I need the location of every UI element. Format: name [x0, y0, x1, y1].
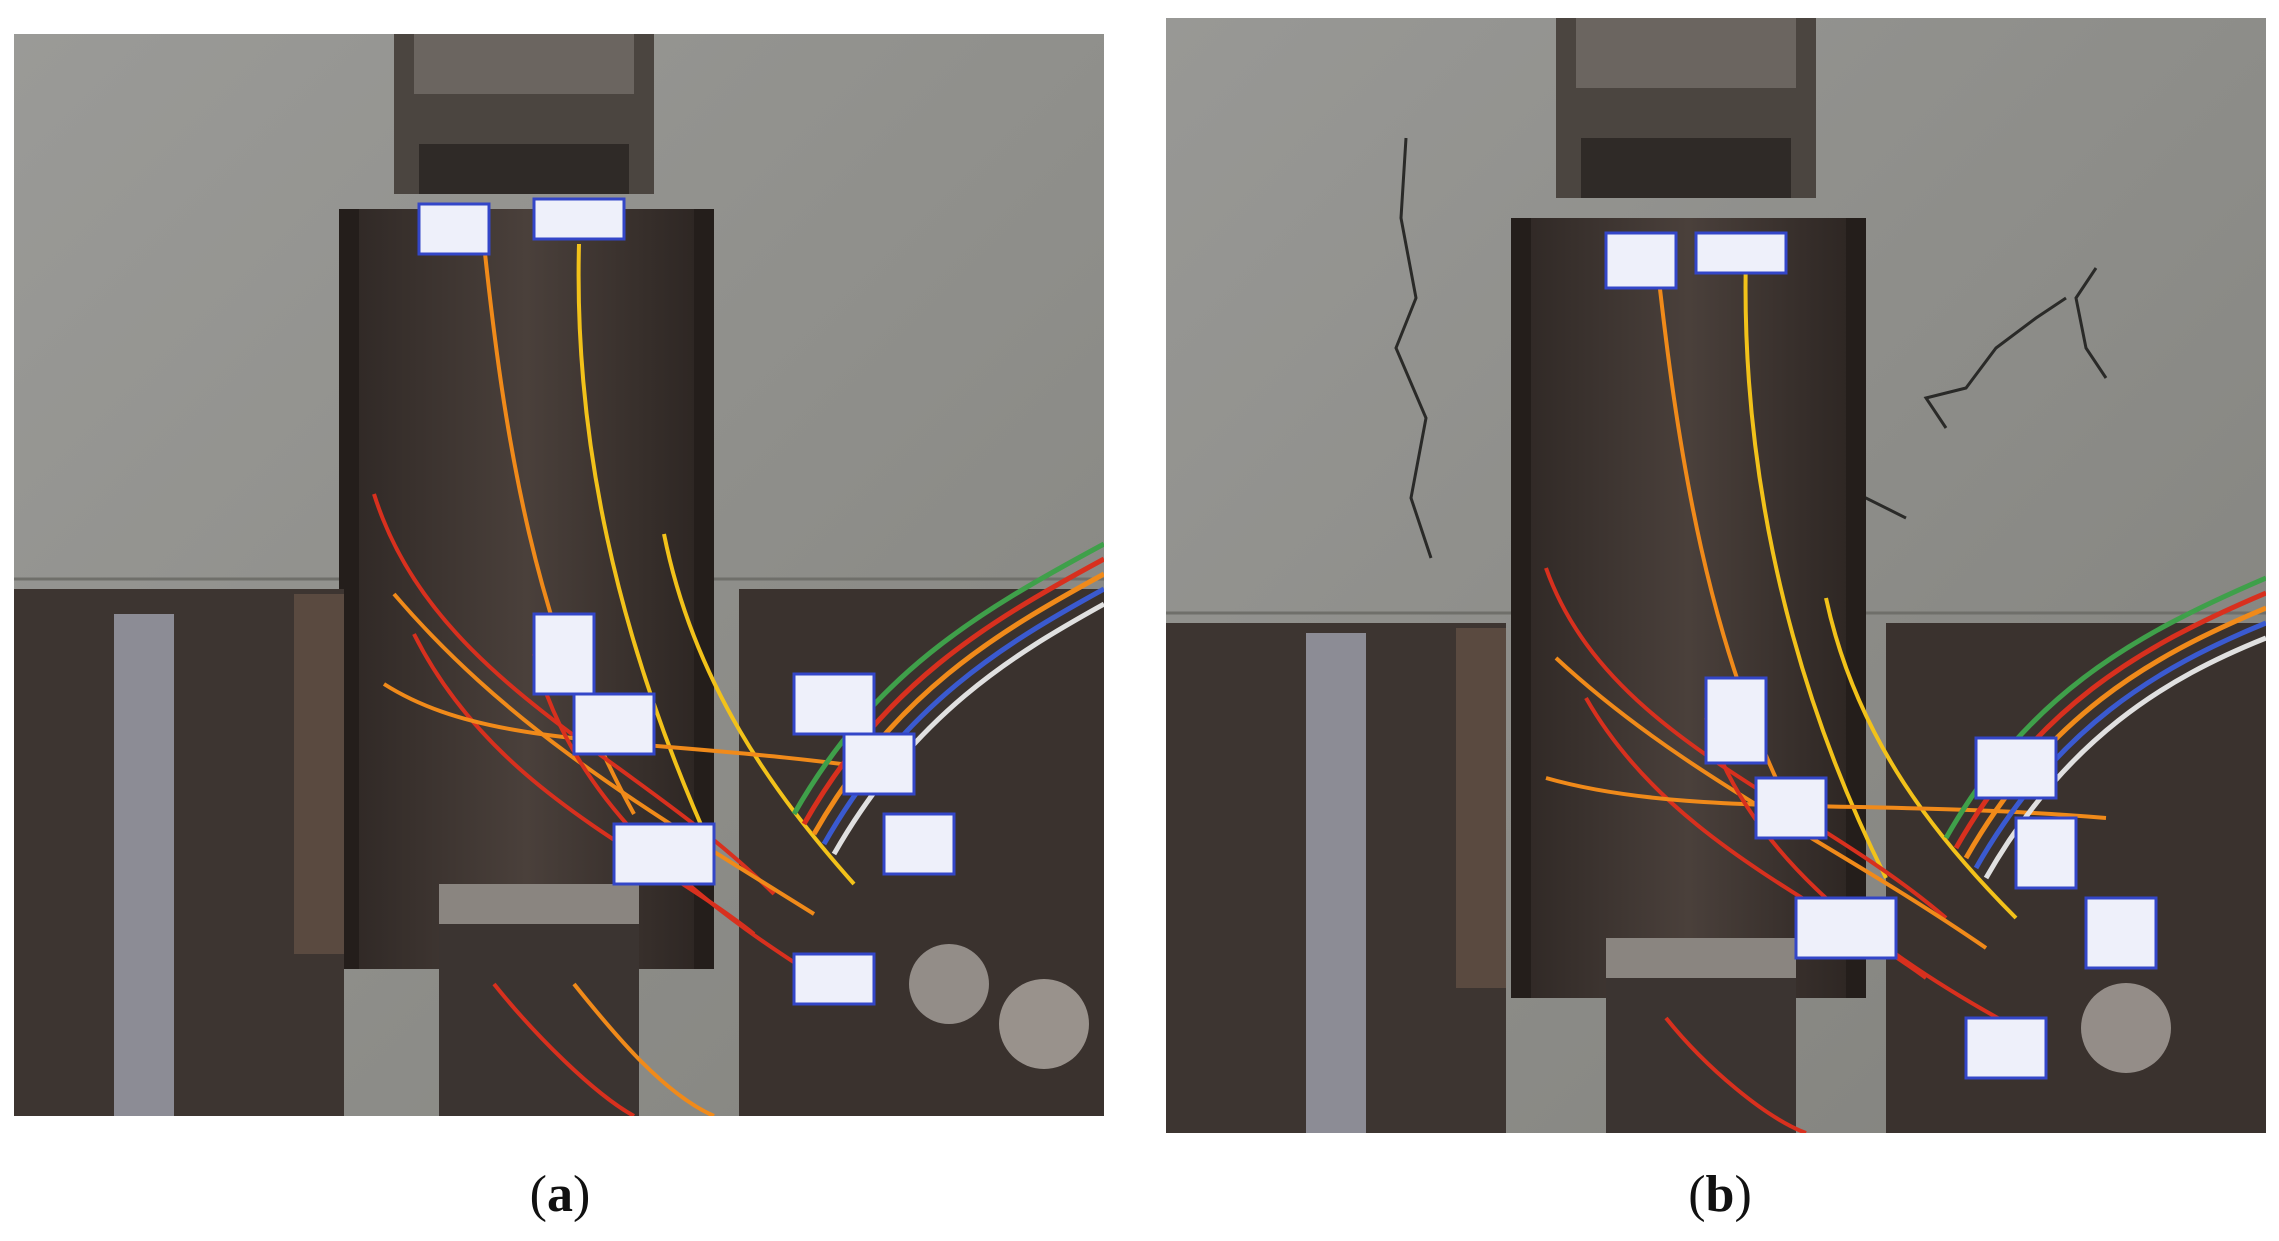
caption-b-letter: b [1705, 1166, 1735, 1223]
caption-a-close: ) [573, 1166, 591, 1223]
caption-a-letter: a [547, 1166, 573, 1223]
photo-panel-a [14, 34, 1104, 1116]
photo-panel-b [1166, 18, 2266, 1133]
caption-b: (b) [1660, 1165, 1780, 1225]
caption-a-open: ( [529, 1166, 547, 1223]
caption-a: (a) [500, 1165, 620, 1225]
wire-labels [417, 197, 956, 1006]
wire-labels [1604, 231, 2158, 1080]
caption-b-close: ) [1734, 1166, 1752, 1223]
photo-b-illustration [1166, 18, 2266, 1133]
support-block [1606, 953, 1796, 1133]
photo-a-illustration [14, 34, 1104, 1116]
caption-b-open: ( [1688, 1166, 1706, 1223]
support-block [439, 899, 639, 1116]
steel-column [1511, 218, 1866, 998]
steel-frame-left [14, 589, 344, 1116]
